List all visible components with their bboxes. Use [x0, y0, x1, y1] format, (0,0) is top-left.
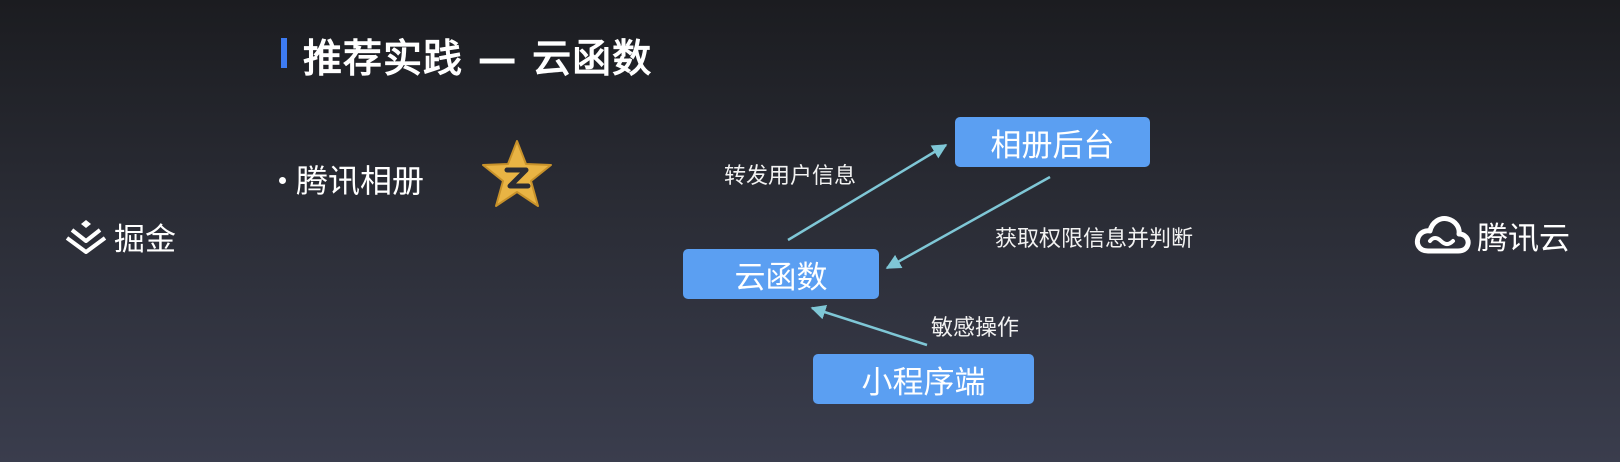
tencent-cloud-icon — [1414, 216, 1471, 254]
page-title: 推荐实践 — 云函数 — [303, 37, 653, 82]
node-cloud-function: 云函数 — [683, 249, 879, 299]
tencent-cloud-logo: 腾讯云 — [1413, 210, 1570, 260]
bullet-item: 腾讯相册 — [279, 156, 424, 202]
edge-label-check-permission: 获取权限信息并判断 — [995, 227, 1194, 252]
node-miniprogram: 小程序端 — [813, 354, 1034, 404]
arrow-miniprogram-to-cloudfn — [810, 304, 928, 347]
qq-album-star-icon — [482, 140, 552, 207]
edge-label-forward-user-info: 转发用户信息 — [724, 164, 857, 189]
juejin-logo-icon — [65, 220, 107, 254]
node-album-backend: 相册后台 — [955, 117, 1150, 167]
tencent-cloud-logo-text: 腾讯云 — [1477, 220, 1570, 257]
title-accent-bar — [281, 38, 287, 68]
edge-label-sensitive-ops: 敏感操作 — [931, 316, 1020, 341]
bullet-text: 腾讯相册 — [296, 162, 425, 200]
juejin-logo: 掘金 — [64, 216, 176, 258]
juejin-logo-text: 掘金 — [114, 221, 176, 258]
bullet-dot — [279, 176, 286, 184]
